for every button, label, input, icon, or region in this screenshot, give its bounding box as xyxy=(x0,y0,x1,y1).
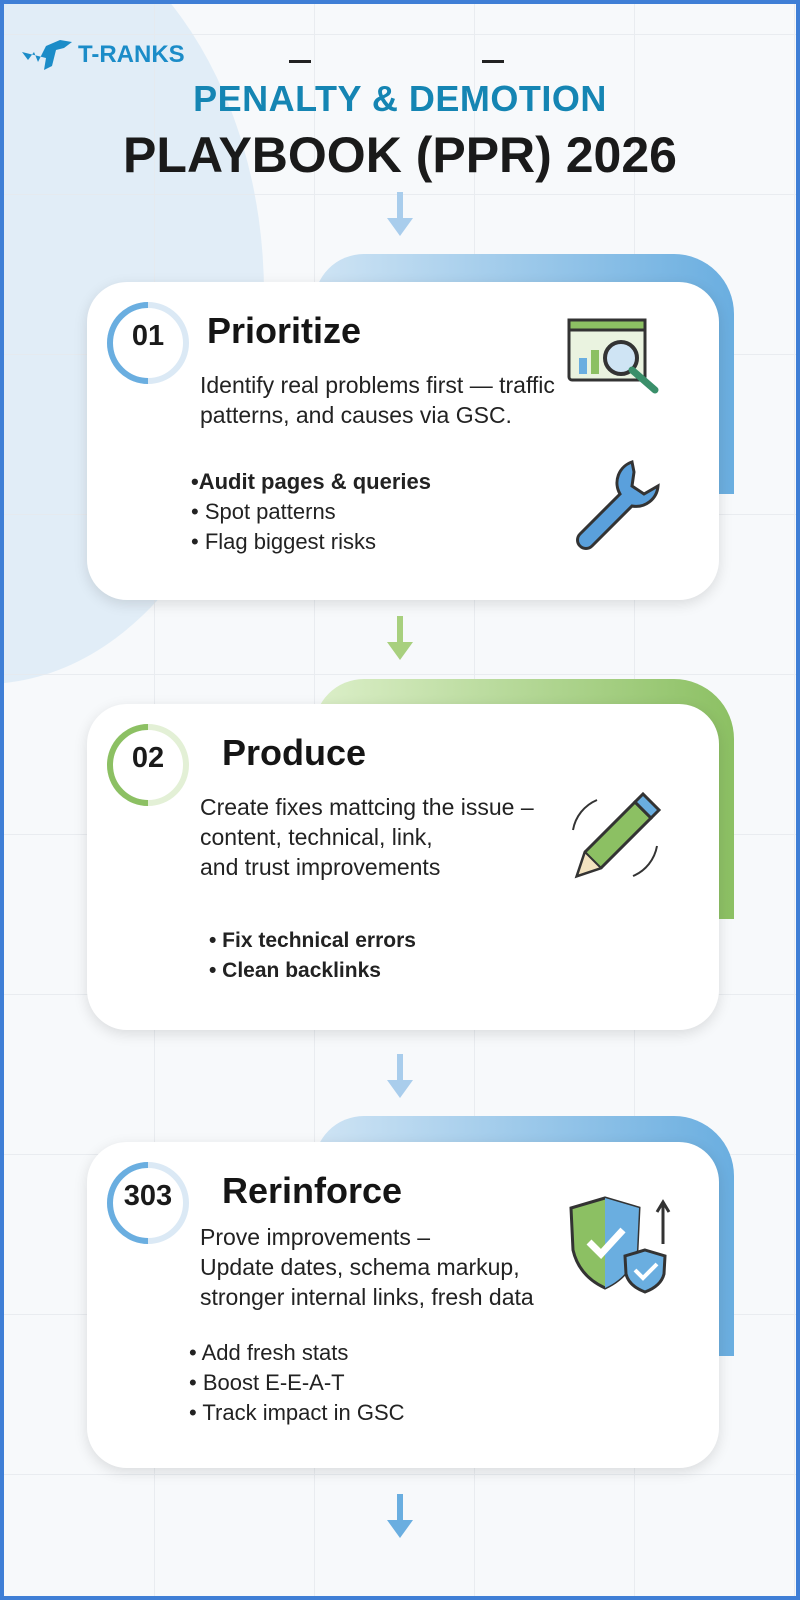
bullet-list: • Fix technical errors • Clean backlinks xyxy=(209,926,416,986)
page-title: PLAYBOOK (PPR) 2026 xyxy=(123,127,677,183)
list-item: •Audit pages & queries xyxy=(191,469,431,494)
step-number: 303 xyxy=(123,1180,173,1212)
list-item: • Fix technical errors xyxy=(209,929,416,952)
list-item: • Clean backlinks xyxy=(209,959,381,982)
divider xyxy=(482,60,504,63)
bullet-list: • Add fresh stats • Boost E-E-A-T • Trac… xyxy=(189,1338,405,1428)
step-number: 01 xyxy=(131,320,165,352)
progress-ring xyxy=(107,1162,189,1244)
pencil-icon xyxy=(572,791,662,879)
list-item: • Spot patterns xyxy=(191,499,336,524)
list-item: • Flag biggest risks xyxy=(191,529,376,554)
step-card-reinforce: 303 Rerinforce Prove improvements –Updat… xyxy=(87,1142,719,1468)
step-description: Prove improvements –Update dates, schema… xyxy=(200,1224,534,1310)
step-title: Produce xyxy=(222,732,367,773)
step-title: Prioritize xyxy=(207,310,362,351)
step-title: Rerinforce xyxy=(222,1170,403,1211)
arrow-down-icon xyxy=(387,616,413,660)
arrow-down-icon xyxy=(387,192,413,236)
step-card-prioritize: 01 Prioritize Identify real problems fir… xyxy=(87,282,719,600)
list-item: • Boost E-E-A-T xyxy=(189,1370,345,1395)
step-number: 02 xyxy=(131,742,165,774)
dragon-logo-icon xyxy=(22,40,72,70)
logo-text: T-RANKS xyxy=(78,41,185,68)
logo: T-RANKS xyxy=(20,38,185,72)
step-description: Create fixes mattcing the issue –content… xyxy=(200,794,534,880)
progress-ring xyxy=(107,302,189,384)
list-item: • Track impact in GSC xyxy=(189,1400,405,1425)
arrow-down-icon xyxy=(387,1494,413,1538)
shield-check-icon xyxy=(569,1196,671,1294)
step-card-produce: 02 Produce Create fixes mattcing the iss… xyxy=(87,704,719,1030)
arrow-down-icon xyxy=(387,1054,413,1098)
analytics-magnifier-icon xyxy=(567,318,659,394)
wrench-icon xyxy=(576,460,660,550)
progress-ring xyxy=(107,724,189,806)
divider xyxy=(289,60,311,63)
header-line1: PENALTY & DEMOTION xyxy=(193,78,607,119)
bullet-list: •Audit pages & queries • Spot patterns •… xyxy=(191,467,431,557)
list-item: • Add fresh stats xyxy=(189,1340,349,1365)
